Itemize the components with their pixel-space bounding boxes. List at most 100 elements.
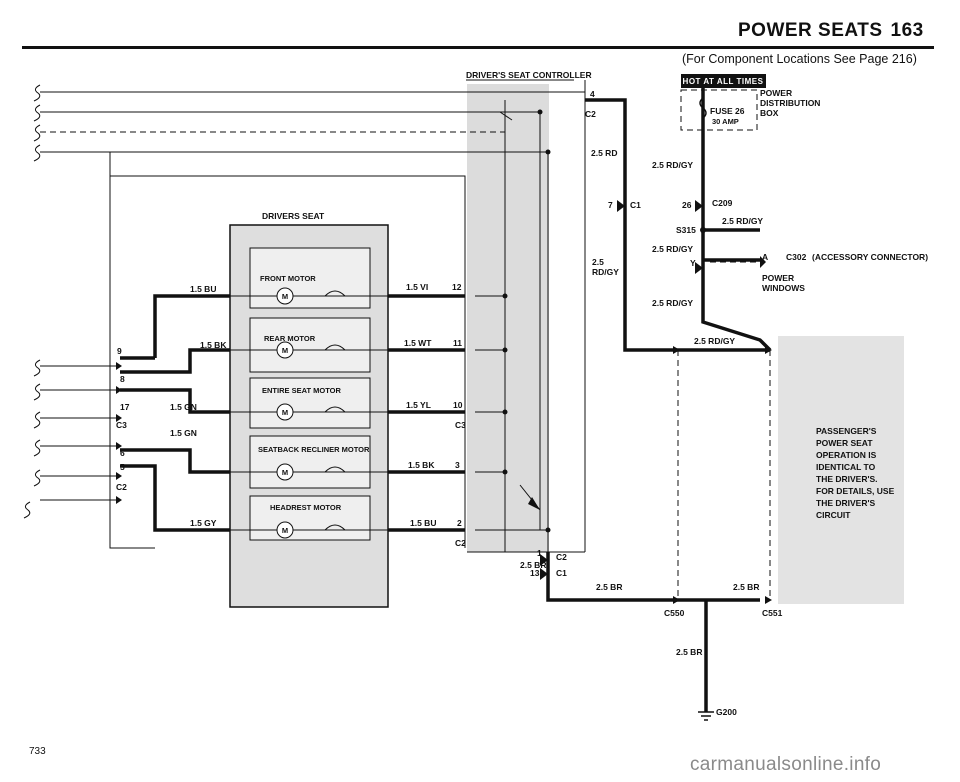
power-windows-1: POWER (762, 273, 794, 283)
ctrl-pin-bottom-13: 13 (530, 568, 540, 578)
left-thin-wires (23, 359, 116, 519)
left-connector-arrows (116, 362, 122, 504)
accessory-desc: (ACCESSORY CONNECTOR) (812, 252, 928, 262)
motor-symbol: M (282, 292, 288, 301)
pin-17: 17 (120, 402, 130, 412)
accessory-pin-a: A (762, 252, 768, 262)
controller-pin-7: 7 (608, 200, 613, 210)
page-title: POWER SEATS 163 (738, 20, 924, 42)
conn-c3-right: C3 (455, 420, 466, 430)
pin-6: 6 (120, 448, 125, 458)
wire-label-br-4: 2.5 BR (676, 647, 702, 657)
left-thick-wires (120, 294, 230, 532)
conn-c209: C209 (712, 198, 733, 208)
wire-label-gn-1: 1.5 GN (170, 402, 197, 412)
wire-label-br-1: 2.5 BR (520, 560, 546, 570)
power-windows-2: WINDOWS (762, 283, 805, 293)
note-line: FOR DETAILS, USE (816, 486, 895, 496)
entire-seat-motor-label: ENTIRE SEAT MOTOR (262, 386, 341, 395)
pin-12: 12 (452, 282, 462, 292)
rear-motor-label: REAR MOTOR (264, 334, 316, 343)
ctrl-conn-bottom-c2: C2 (556, 552, 567, 562)
wire-label-2-5: 2.5 (592, 257, 604, 267)
conn-c3-left: C3 (116, 420, 127, 430)
conn-c550: C550 (664, 608, 685, 618)
pdb-line-1: POWER (760, 88, 792, 98)
wire-label-rdgy-1: 2.5 RD/GY (652, 160, 693, 170)
left-frame (109, 152, 155, 549)
wire-label-bu-left: 1.5 BU (190, 284, 216, 294)
power-connector-marks (540, 200, 772, 604)
controller-pin-4: 4 (590, 89, 595, 99)
hot-badge: HOT AT ALL TIMES (683, 77, 764, 86)
note-line: THE DRIVER'S (816, 498, 875, 508)
recliner-motor-label: SEATBACK RECLINER MOTOR (258, 445, 370, 454)
controller-dots (502, 109, 551, 533)
y-label: Y (690, 258, 696, 268)
controller-shade (467, 84, 549, 552)
wire-label-bu-right: 1.5 BU (410, 518, 436, 528)
controller-box-lines (467, 80, 586, 553)
fuse-label: FUSE 26 (710, 106, 745, 116)
note-line: PASSENGER'S (816, 426, 877, 436)
wire-label-br-2: 2.5 BR (596, 582, 622, 592)
motor-symbols: M M M M M (282, 292, 288, 535)
component-location-note: (For Component Locations See Page 216) (682, 52, 917, 66)
pin-10: 10 (453, 400, 463, 410)
wire-label-br-3: 2.5 BR (733, 582, 759, 592)
pin-5: 5 (120, 462, 125, 472)
pin-9: 9 (117, 346, 122, 356)
hot-badge-bg (681, 74, 766, 88)
drivers-seat-title: DRIVERS SEAT (262, 211, 325, 221)
fuse-rating: 30 AMP (712, 117, 739, 126)
motor-symbol: M (282, 468, 288, 477)
passenger-shade (778, 336, 904, 604)
note-line: THE DRIVER'S. (816, 474, 878, 484)
wire-label-yl: 1.5 YL (406, 400, 431, 410)
ground-g200: G200 (716, 707, 737, 717)
wire-label-rdgy-2: 2.5 RD/GY (722, 216, 763, 226)
pdb-line-3: BOX (760, 108, 779, 118)
passenger-note: PASSENGER'S POWER SEAT OPERATION IS IDEN… (816, 426, 895, 520)
wire-label-rdgy-split: RD/GY (592, 267, 619, 277)
header-rule (22, 46, 934, 49)
conn-c2-right: C2 (455, 538, 466, 548)
inner-frame (110, 175, 466, 548)
pin-26: 26 (682, 200, 692, 210)
wire-label-vi: 1.5 VI (406, 282, 428, 292)
front-motor-label: FRONT MOTOR (260, 274, 316, 283)
conn-c302: C302 (786, 252, 807, 262)
headrest-motor-label: HEADREST MOTOR (270, 503, 342, 512)
controller-title: DRIVER'S SEAT CONTROLLER (466, 70, 592, 80)
page-number: 163 (890, 20, 924, 41)
wire-label-gn-2: 1.5 GN (170, 428, 197, 438)
wire-label-bk-left: 1.5 BK (200, 340, 227, 350)
note-line: OPERATION IS (816, 450, 877, 460)
watermark: carmanualsonline.info (690, 754, 882, 775)
wire-label-rdgy-3: 2.5 RD/GY (652, 244, 693, 254)
wire-label-rdgy-5: 2.5 RD/GY (694, 336, 735, 346)
ground-symbol (698, 711, 714, 721)
ctrl-pin-bottom-1: 1 (537, 548, 542, 558)
wire-label-rdgy-4: 2.5 RD/GY (652, 298, 693, 308)
splice-s315: S315 (676, 225, 696, 235)
pin-3: 3 (455, 460, 460, 470)
conn-c551: C551 (762, 608, 783, 618)
controller-conn-c2: C2 (585, 109, 596, 119)
conn-c2-left: C2 (116, 482, 127, 492)
wire-label-rd: 2.5 RD (591, 148, 617, 158)
top-circuit-lines (33, 84, 585, 162)
title-text: POWER SEATS (738, 20, 883, 41)
motor-internals (230, 290, 388, 531)
fuse-icon (699, 97, 707, 119)
note-line: IDENTICAL TO (816, 462, 876, 472)
wire-label-bk-right: 1.5 BK (408, 460, 435, 470)
right-thick-wires (388, 294, 465, 532)
motor-symbol: M (282, 526, 288, 535)
ctrl-conn-bottom-c1: C1 (556, 568, 567, 578)
motor-symbol-circles (276, 287, 294, 539)
page-code: 733 (29, 746, 46, 757)
controller-conn-c1: C1 (630, 200, 641, 210)
note-line: CIRCUIT (816, 510, 851, 520)
